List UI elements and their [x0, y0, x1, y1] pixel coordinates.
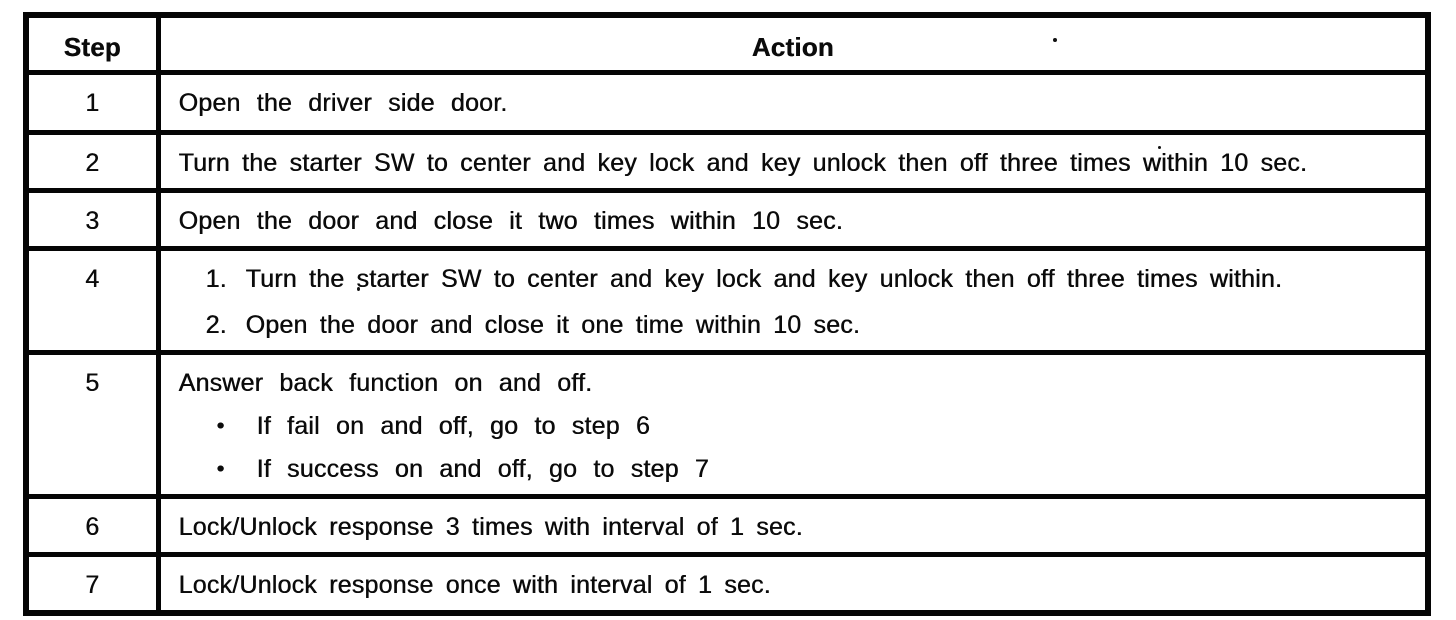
- action-bullet-item: • If success on and off, go to step 7: [179, 454, 1408, 484]
- action-cell: 1. Turn the starter SW to center and key…: [155, 245, 1431, 355]
- action-line: If fail on and off, go to step 6: [256, 411, 650, 440]
- step-number: 2: [85, 148, 100, 177]
- step-cell: 3: [23, 187, 161, 251]
- step-cell: 6: [23, 493, 161, 557]
- bullet-marker: •: [216, 455, 225, 481]
- step-number: 7: [85, 570, 100, 599]
- step-number: 6: [85, 512, 100, 541]
- table-header-row: Step Action: [23, 12, 1431, 75]
- step-cell: 4: [23, 245, 161, 355]
- action-line: Answer back function on and off.: [178, 368, 593, 397]
- list-number-marker: 1.: [205, 264, 227, 293]
- column-header-action-label: Action: [751, 32, 834, 62]
- steps-action-table: Step Action 1 Open the driver side door.…: [23, 12, 1431, 616]
- scan-speck: [1053, 38, 1057, 42]
- action-line: Turn the starter SW to center and key lo…: [178, 148, 1308, 177]
- step-number: 1: [85, 88, 100, 117]
- table-row: 7 Lock/Unlock response once with interva…: [23, 551, 1431, 615]
- step-cell: 1: [23, 69, 161, 135]
- column-header-action: Action: [155, 12, 1431, 75]
- action-cell: Lock/Unlock response once with interval …: [155, 551, 1431, 615]
- table-row: 5 Answer back function on and off. • If …: [23, 349, 1431, 499]
- list-number-marker: 2.: [205, 310, 227, 339]
- step-number: 4: [85, 264, 100, 293]
- action-cell: Lock/Unlock response 3 times with interv…: [155, 493, 1431, 557]
- action-numbered-item: 1. Turn the starter SW to center and key…: [179, 264, 1408, 294]
- action-line: Lock/Unlock response 3 times with interv…: [178, 512, 803, 541]
- scan-speck: [357, 287, 360, 291]
- action-numbered-item: 2. Open the door and close it one time w…: [179, 310, 1408, 340]
- action-line: Lock/Unlock response once with interval …: [178, 570, 771, 599]
- action-cell: Open the driver side door.: [155, 69, 1431, 135]
- action-bullet-item: • If fail on and off, go to step 6: [179, 411, 1408, 441]
- column-header-step-label: Step: [63, 32, 121, 62]
- table-row: 1 Open the driver side door.: [23, 69, 1431, 135]
- table-row: 4 1. Turn the starter SW to center and k…: [23, 245, 1431, 355]
- action-cell: Turn the starter SW to center and key lo…: [155, 129, 1431, 193]
- step-number: 3: [85, 206, 100, 235]
- step-number: 5: [85, 368, 100, 397]
- action-line: Open the driver side door.: [178, 88, 508, 117]
- column-header-step: Step: [23, 12, 161, 75]
- scan-speck: [1158, 146, 1161, 149]
- table-row: 3 Open the door and close it two times w…: [23, 187, 1431, 251]
- action-cell: Open the door and close it two times wit…: [155, 187, 1431, 251]
- action-line: If success on and off, go to step 7: [256, 454, 709, 483]
- step-cell: 2: [23, 129, 161, 193]
- action-line: Open the door and close it one time with…: [245, 310, 860, 339]
- action-line: Turn the starter SW to center and key lo…: [245, 264, 1283, 293]
- step-cell: 5: [23, 349, 161, 499]
- bullet-marker: •: [216, 412, 225, 438]
- table-row: 6 Lock/Unlock response 3 times with inte…: [23, 493, 1431, 557]
- action-line: Open the door and close it two times wit…: [178, 206, 843, 235]
- action-cell: Answer back function on and off. • If fa…: [155, 349, 1431, 499]
- table-row: 2 Turn the starter SW to center and key …: [23, 129, 1431, 193]
- step-cell: 7: [23, 551, 161, 615]
